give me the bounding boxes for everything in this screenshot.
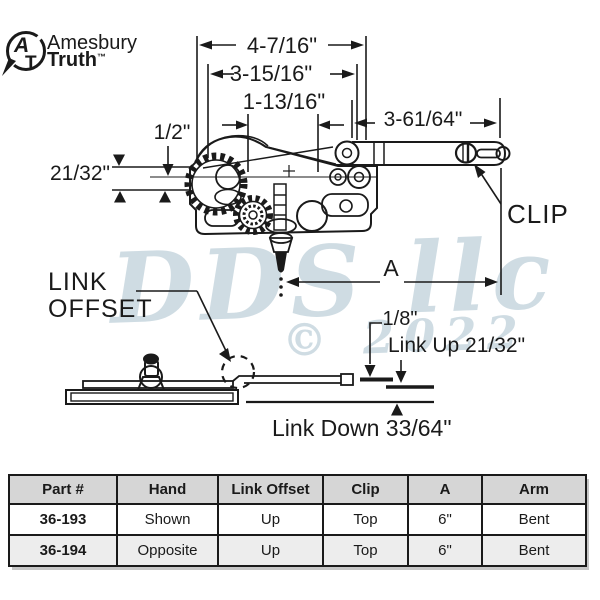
drive-arm [334, 140, 507, 166]
dim-eighth-marks [360, 322, 393, 382]
brand-truth: Truth™ [47, 50, 106, 70]
logo-monogram-t: T [25, 53, 37, 74]
technical-drawing: A T [2, 31, 511, 416]
dim-label-3-15-16: 3-15/16" [229, 61, 313, 86]
link-stud [136, 353, 166, 391]
dim-label-3-61-64: 3-61/64" [383, 108, 463, 131]
clip-detail [454, 142, 511, 164]
brand-amesbury: Amesbury [47, 32, 138, 54]
dim-label-1-13-16: 1-13/16" [242, 89, 326, 114]
cell-part-number: 36-193 [8, 503, 118, 536]
dim-21-32 [112, 154, 377, 203]
large-gear [184, 152, 248, 216]
col-header-link-offset: Link Offset [217, 474, 324, 505]
link-down-label: Link Down 33/64" [272, 415, 452, 441]
dim-label-half: 1/2" [153, 121, 191, 144]
dim-a [286, 277, 498, 287]
parts-table: Part # Hand Link Offset Clip A Arm 36-19… [8, 474, 587, 567]
table-header-row: Part # Hand Link Offset Clip A Arm [8, 474, 587, 505]
dim-width-inner [222, 120, 344, 130]
link-up-label: Link Up 21/32" [388, 334, 526, 357]
offset-label: OFFSET [48, 295, 153, 323]
link-label: LINK [48, 268, 108, 296]
dim-label-4-7-16: 4-7/16" [246, 33, 318, 58]
dim-arm-length [354, 118, 497, 128]
table-row: 36-193 Shown Up Top 6" Bent [8, 503, 587, 536]
link-offset-leader [136, 290, 231, 362]
rack-detail [273, 165, 295, 231]
dim-half-inch [162, 146, 174, 176]
cell-clip: Top [322, 534, 409, 567]
dim-width-mid [210, 69, 355, 79]
dim-label-21-32: 21/32" [49, 162, 111, 185]
trademark-symbol: ™ [97, 52, 106, 62]
logo-monogram-a: A [13, 34, 29, 57]
cell-a: 6" [407, 534, 483, 567]
dim-label-a: A [383, 255, 399, 281]
cell-link-offset: Up [217, 503, 324, 536]
crank-spindle [265, 218, 297, 297]
operator-body [189, 134, 378, 236]
cell-clip: Top [322, 503, 409, 536]
cell-part-number: 36-194 [8, 534, 118, 567]
cell-arm: Bent [481, 503, 587, 536]
body-holes [204, 165, 371, 232]
col-header-arm: Arm [481, 474, 587, 505]
small-gear [233, 195, 273, 235]
col-header-part: Part # [8, 474, 118, 505]
col-header-a: A [407, 474, 483, 505]
col-header-hand: Hand [116, 474, 219, 505]
offset-dashed-circle [220, 354, 256, 390]
clip-leader [474, 164, 502, 205]
link-down-marks [246, 400, 434, 416]
logo-emblem: A T [2, 31, 46, 76]
brand-truth-text: Truth [47, 49, 97, 71]
cell-hand: Opposite [116, 534, 219, 567]
dim-label-eighth: 1/8" [382, 308, 418, 330]
cell-arm: Bent [481, 534, 587, 567]
dim-width-overall [199, 40, 364, 50]
cell-link-offset: Up [217, 534, 324, 567]
col-header-clip: Clip [322, 474, 409, 505]
cell-hand: Shown [116, 503, 219, 536]
table-row: 36-194 Opposite Up Top 6" Bent [8, 534, 587, 567]
link-bar [65, 373, 354, 405]
clip-label: CLIP [507, 199, 569, 229]
link-up-marks [386, 360, 434, 389]
cell-a: 6" [407, 503, 483, 536]
